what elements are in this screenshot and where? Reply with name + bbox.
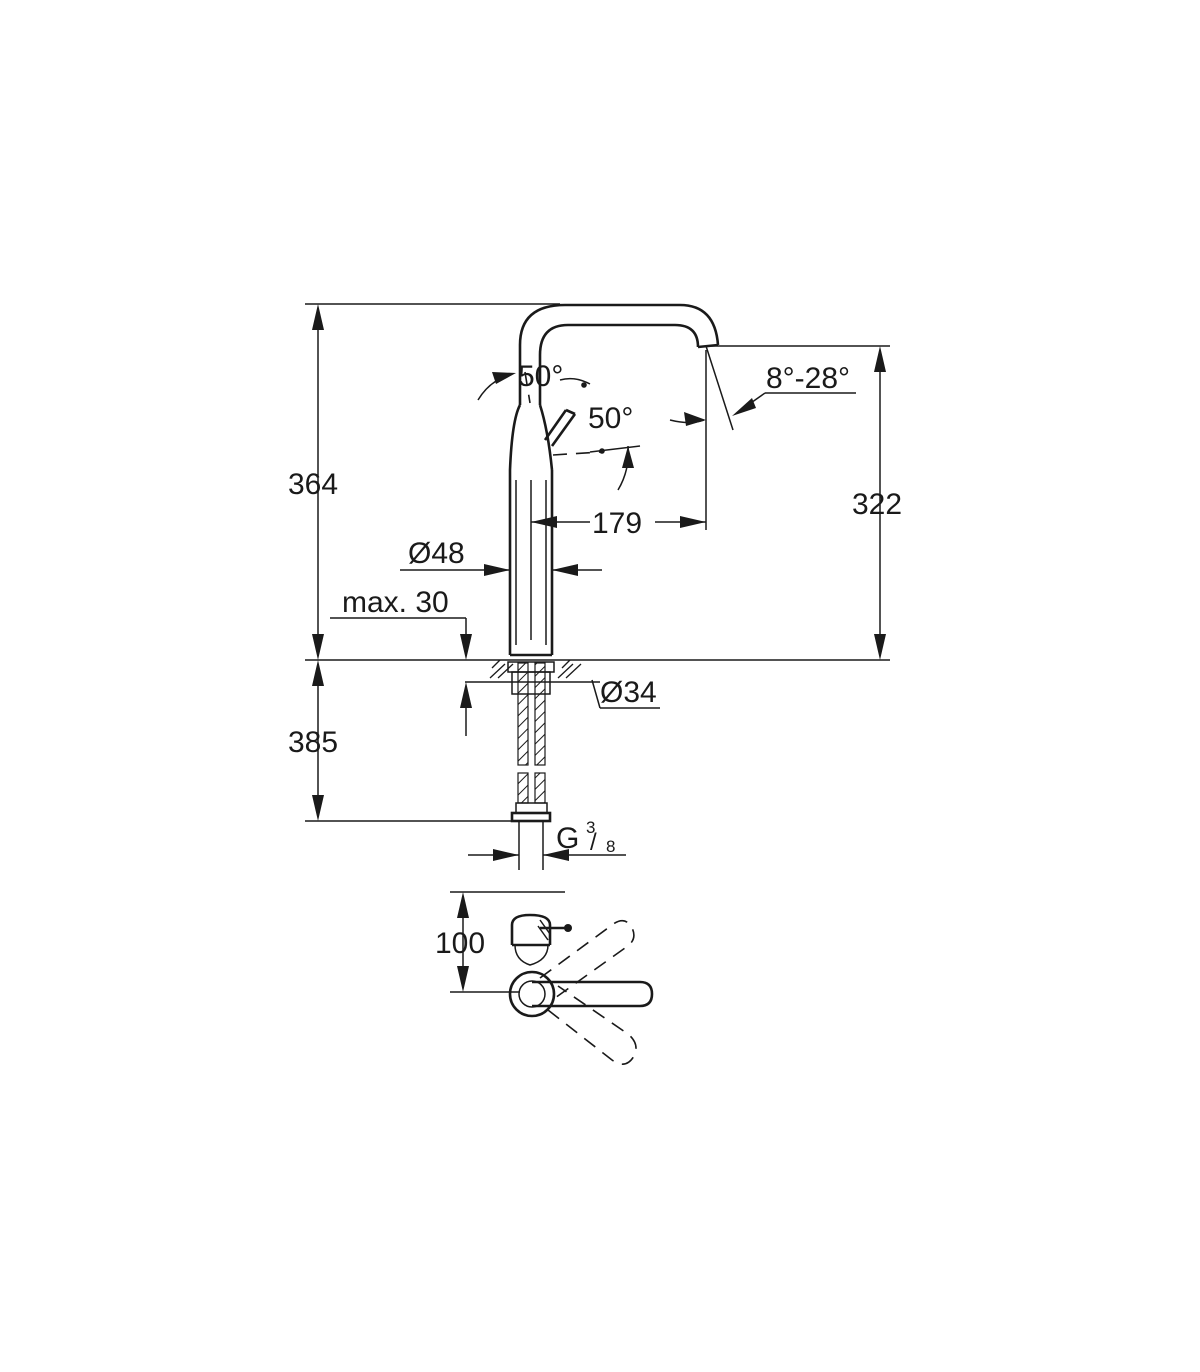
total-height-label: 364	[288, 468, 338, 501]
connection-fraction-numerator: 3	[586, 818, 595, 837]
supply-hoses	[510, 662, 552, 870]
spout-reach-label: 179	[592, 507, 642, 540]
lever-angle-side-label: 50°	[588, 402, 633, 435]
deck-thickness-label: max. 30	[342, 586, 449, 619]
dimension-lines	[305, 303, 890, 861]
faucet-body	[508, 404, 554, 657]
spout-angle-label: 8°-28°	[766, 362, 850, 395]
lever-angle-top-label: 50°	[518, 360, 563, 393]
deck-plate	[305, 659, 890, 695]
connection-thread-label: G	[556, 822, 579, 855]
connection-fraction-denominator: 8	[606, 837, 615, 856]
faucet-lever-side	[524, 371, 641, 456]
below-deck-length-label: 385	[288, 726, 338, 759]
top-view-lever	[450, 891, 654, 1065]
spout-height-label: 322	[852, 488, 902, 521]
body-diameter-label: Ø48	[408, 537, 465, 570]
lever-clearance-label: 100	[435, 927, 485, 960]
connection-fraction-slash: /	[590, 829, 597, 856]
hole-diameter-label: Ø34	[600, 676, 657, 709]
